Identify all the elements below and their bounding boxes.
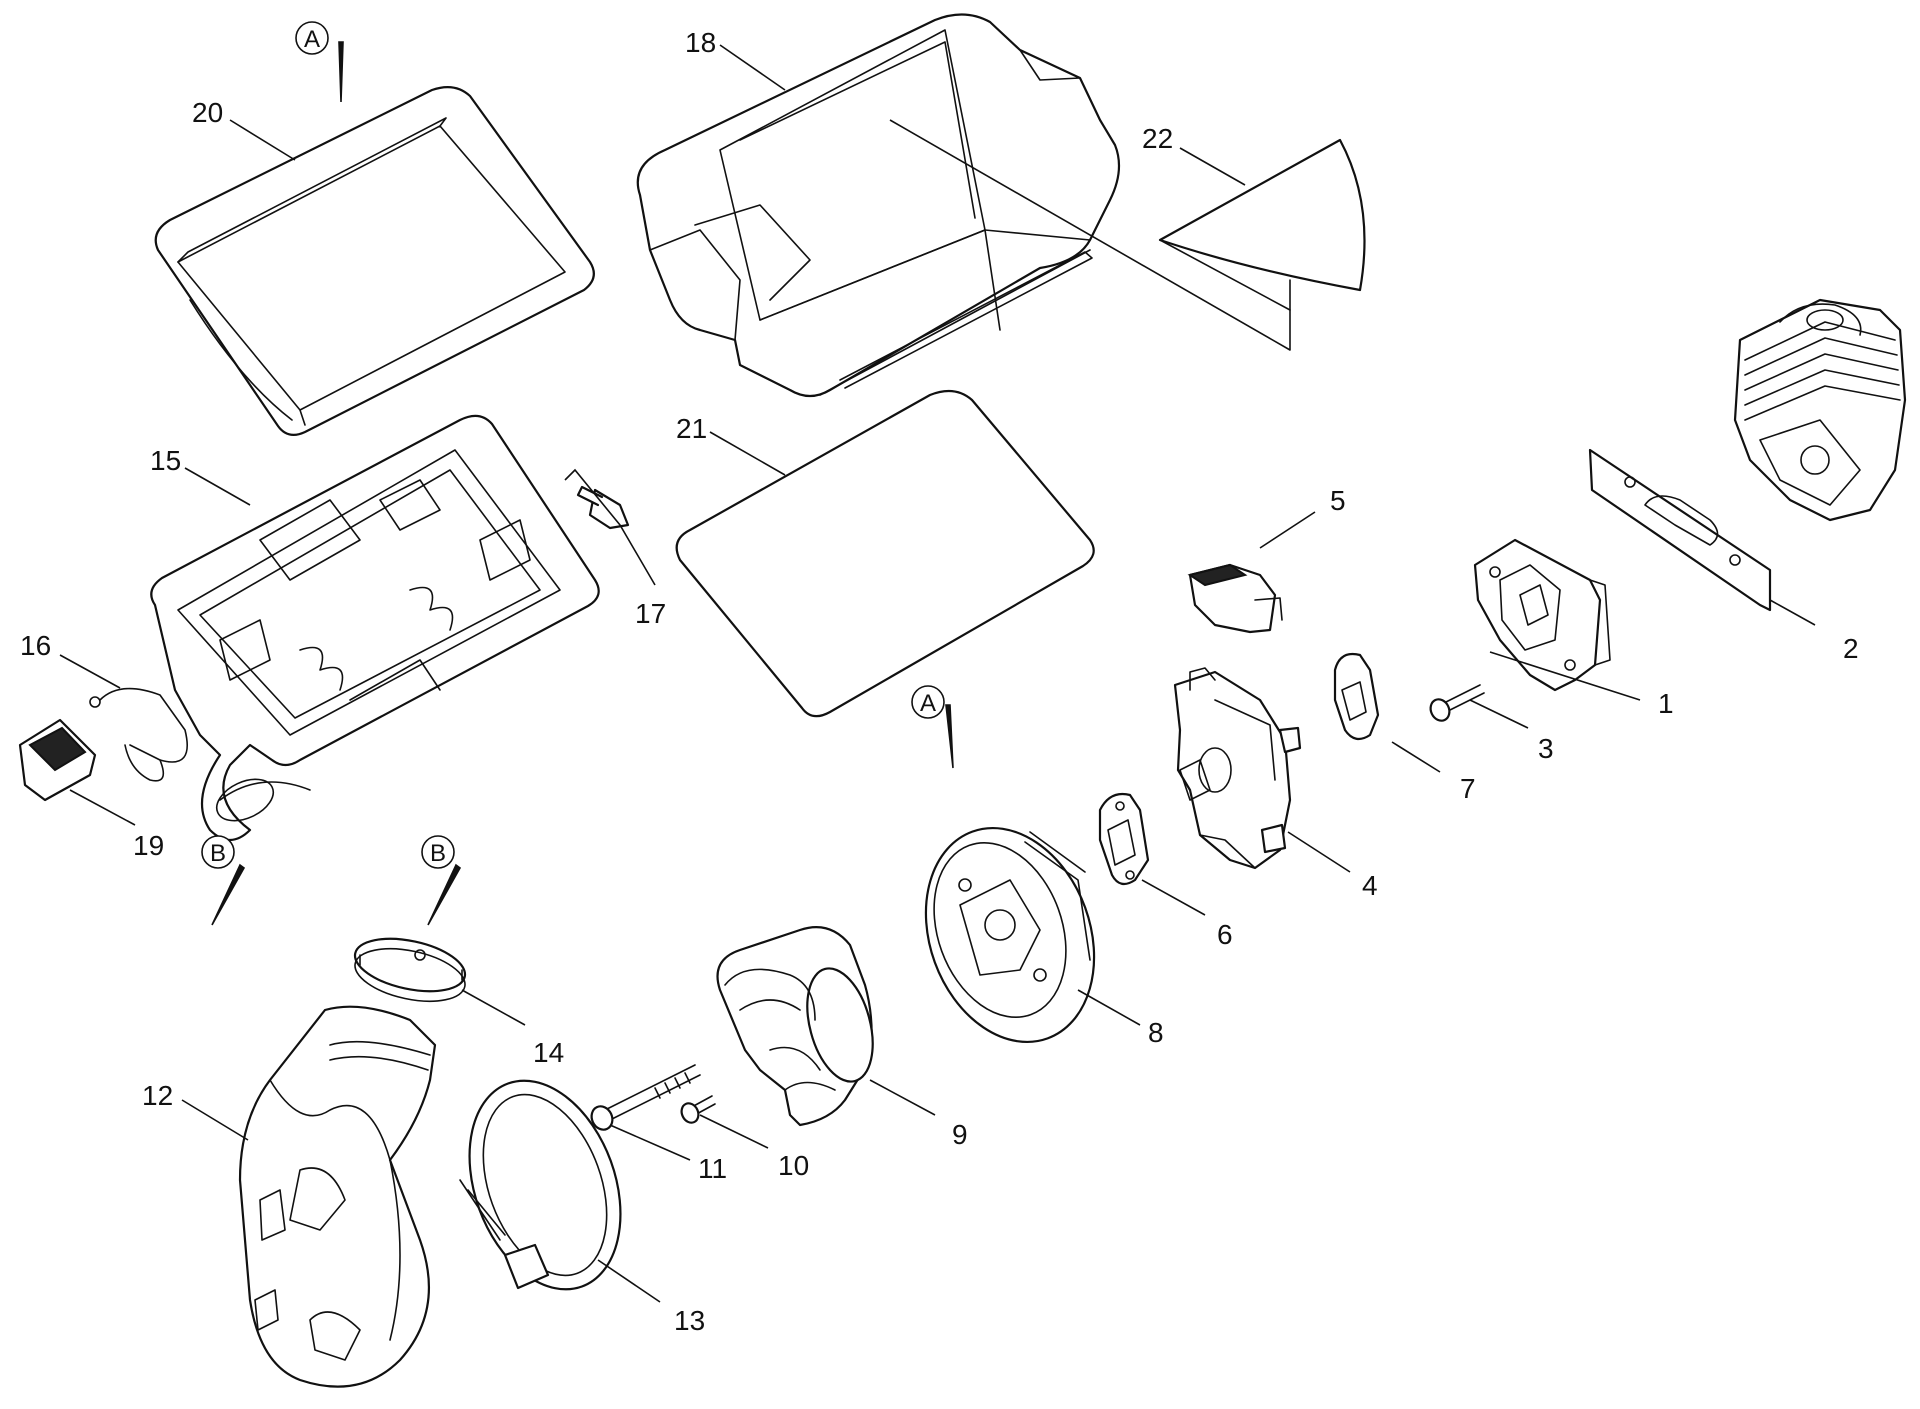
part-11-long-bolt (590, 1064, 701, 1131)
callout-10: 10 (778, 1150, 809, 1181)
part-13-large-clamp (459, 1079, 622, 1291)
callout-21: 21 (676, 413, 707, 444)
leader-21 (709, 431, 786, 476)
ref-b-center: B (421, 835, 462, 926)
part-7-gasket (1333, 652, 1380, 741)
leader-16 (59, 654, 121, 689)
callout-20: 20 (192, 97, 223, 128)
ref-a-top-arrow (338, 41, 344, 103)
callout-12: 12 (142, 1080, 173, 1111)
callout-4: 4 (1362, 870, 1378, 901)
callout-22: 22 (1142, 123, 1173, 154)
leader-1 (1489, 651, 1641, 701)
callout-9: 9 (952, 1119, 968, 1150)
ref-b-center-label: B (430, 840, 446, 867)
leader-12 (181, 1099, 249, 1141)
leader-4 (1287, 831, 1351, 873)
callout-11: 11 (698, 1153, 727, 1184)
leader-10 (699, 1114, 769, 1149)
leader-5 (1259, 511, 1316, 549)
leader-22 (1179, 147, 1246, 186)
ref-a-top: A (295, 21, 344, 103)
leader-8 (1077, 989, 1141, 1026)
part-18-air-box-top (636, 13, 1121, 398)
ref-b-center-circle (421, 835, 455, 869)
ref-b-left-circle (201, 835, 235, 869)
leader-lines (59, 44, 1816, 1303)
leader-17 (564, 468, 656, 586)
part-19-latch (18, 718, 97, 802)
part-4-carburetor (1173, 667, 1302, 870)
ref-a-center-circle (911, 685, 945, 719)
part-21-filter-element (675, 389, 1095, 718)
callout-18: 18 (685, 27, 716, 58)
part-22-decal (889, 119, 1366, 351)
callout-6: 6 (1217, 919, 1233, 950)
leader-3 (1469, 699, 1529, 729)
part-16-wire-clip (89, 687, 189, 782)
part-15-air-box-base (150, 414, 600, 842)
callout-8: 8 (1148, 1017, 1164, 1048)
part-14-small-clamp (353, 937, 467, 1003)
callout-14: 14 (533, 1037, 564, 1068)
ref-a-center-arrow (945, 704, 954, 769)
callout-19: 19 (133, 830, 164, 861)
part-3-bolt (1429, 684, 1485, 722)
callout-1: 1 (1658, 688, 1674, 719)
leader-14 (461, 989, 526, 1026)
leader-18 (719, 44, 786, 91)
part-10-short-screw (680, 1095, 716, 1124)
ref-a-center-label: A (920, 690, 936, 717)
part-20-filter-cover (154, 85, 595, 437)
part-9-adapter (716, 926, 874, 1127)
callout-5: 5 (1330, 485, 1346, 516)
ref-b-left: B (201, 835, 246, 926)
part-1-manifold (1473, 538, 1611, 692)
leader-9 (869, 1079, 936, 1116)
leader-11 (609, 1124, 691, 1161)
ref-a-top-circle (295, 21, 329, 55)
callout-17: 17 (635, 598, 666, 629)
part-2-spacer-gasket (1588, 448, 1772, 612)
part-8-carb-housing (924, 826, 1096, 1044)
callout-13: 13 (674, 1305, 705, 1336)
part-12-intake-duct (238, 1005, 437, 1388)
callout-numbers: 1 2 3 4 5 6 7 8 9 10 11 12 13 14 15 16 1… (20, 27, 1859, 1336)
ref-a-center: A (911, 685, 954, 769)
callout-3: 3 (1538, 733, 1554, 764)
leader-13 (597, 1259, 661, 1303)
callout-7: 7 (1460, 773, 1476, 804)
leader-7 (1391, 741, 1441, 773)
callout-15: 15 (150, 445, 181, 476)
leader-15 (184, 467, 251, 506)
ref-a-top-label: A (304, 26, 320, 53)
ref-b-left-arrow (211, 863, 246, 926)
callout-16: 16 (20, 630, 51, 661)
leader-6 (1141, 879, 1206, 916)
ref-b-center-arrow (427, 863, 462, 926)
leader-2 (1769, 599, 1816, 626)
ref-b-left-label: B (210, 840, 226, 867)
leader-20 (229, 119, 296, 161)
engine-cylinder (1733, 298, 1907, 522)
part-6-gasket (1098, 792, 1150, 886)
callout-2: 2 (1843, 633, 1859, 664)
part-5-cap (1187, 563, 1283, 634)
leader-19 (69, 789, 136, 826)
part-17-screw (576, 485, 630, 530)
